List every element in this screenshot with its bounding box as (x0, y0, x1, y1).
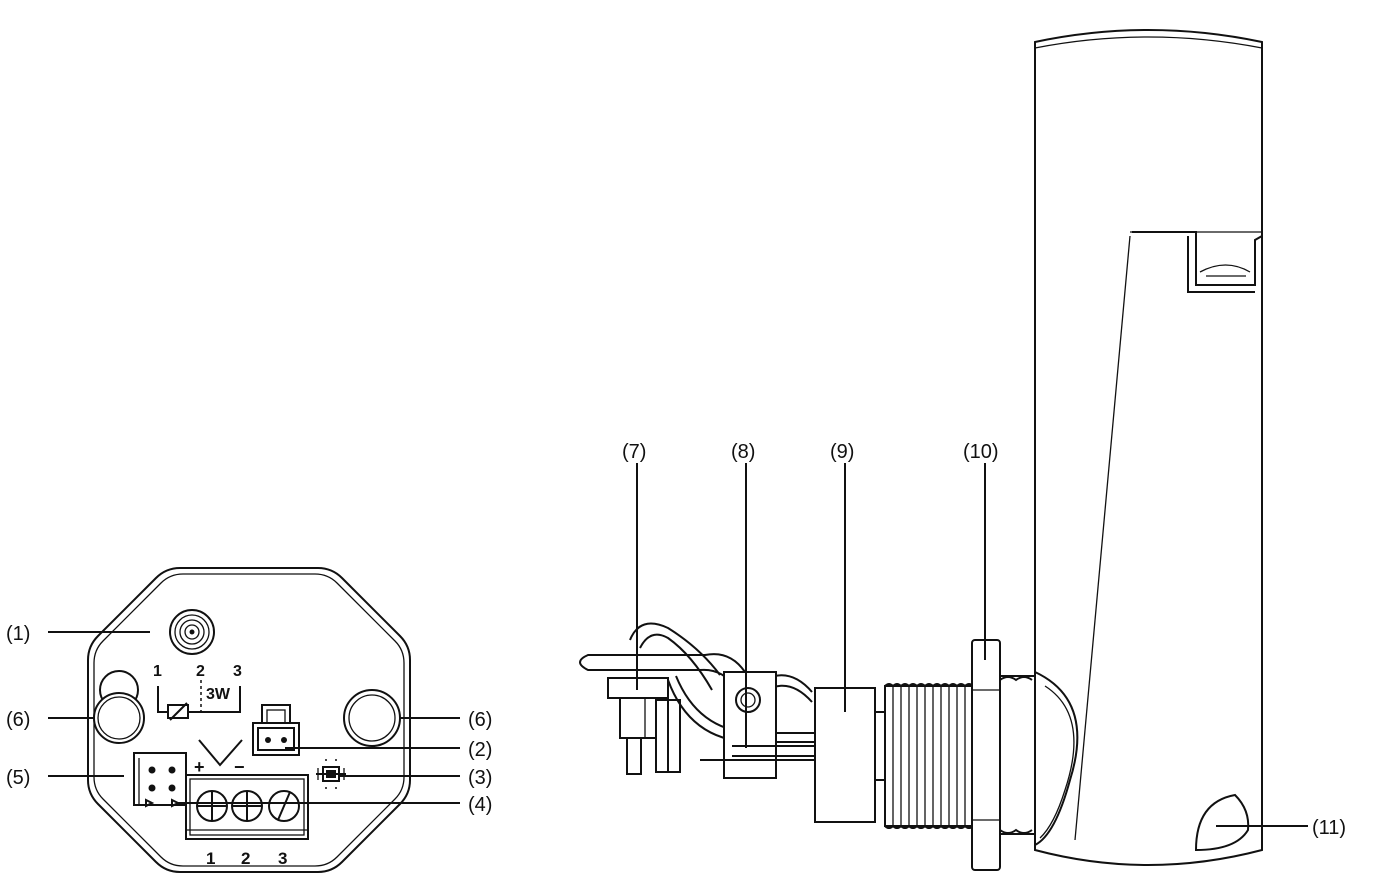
callout-9: (9) (830, 441, 854, 463)
connector-plug (607, 677, 681, 775)
callout-10: (10) (963, 441, 999, 463)
callout-11: (11) (1312, 817, 1346, 839)
status-led (316, 759, 346, 789)
sensor-lens (1194, 793, 1250, 852)
lower-left-mount-hole (93, 692, 145, 744)
callout-3: (3) (468, 767, 492, 789)
sensor-body (1034, 29, 1263, 866)
callout-7: (7) (622, 441, 646, 463)
potentiometer-knob (169, 609, 215, 655)
callout-2: (2) (468, 739, 492, 761)
callout-5: (5) (6, 767, 30, 789)
pin-header-block (133, 752, 187, 808)
terminal-label-3: 3 (278, 849, 287, 868)
pin-label-2: 2 (196, 663, 205, 680)
terminal-label-1: 1 (206, 849, 215, 868)
pin-label-3: 3 (233, 663, 242, 680)
mode-label-3w: 3W (206, 686, 231, 703)
right-mount-hole (343, 689, 401, 747)
callout-4: (4) (468, 794, 492, 816)
threaded-shaft (884, 683, 976, 829)
terminal-label-2: 2 (241, 849, 250, 868)
terminal-screw-1 (196, 790, 228, 822)
callout-6-right: (6) (468, 709, 492, 731)
terminal-screw-3 (268, 790, 300, 822)
minus-sign: − (234, 757, 245, 777)
rear-view: 1 2 3 3W + − (6, 567, 492, 873)
terminal-block (185, 774, 309, 840)
pin-label-1: 1 (153, 663, 162, 680)
mounting-nut (971, 639, 1036, 871)
plus-sign: + (194, 757, 205, 777)
callout-1: (1) (6, 623, 30, 645)
housing-outline (87, 567, 411, 873)
callout-8: (8) (731, 441, 755, 463)
callout-6-left: (6) (6, 709, 30, 731)
jumper-connector (252, 704, 300, 756)
terminal-screw-2 (231, 790, 263, 822)
resistor-symbol (157, 680, 241, 721)
side-view: (7) (8) (9) (10) (11) (579, 29, 1346, 871)
v-symbol (198, 739, 243, 767)
housing-inner-outline (93, 573, 405, 867)
